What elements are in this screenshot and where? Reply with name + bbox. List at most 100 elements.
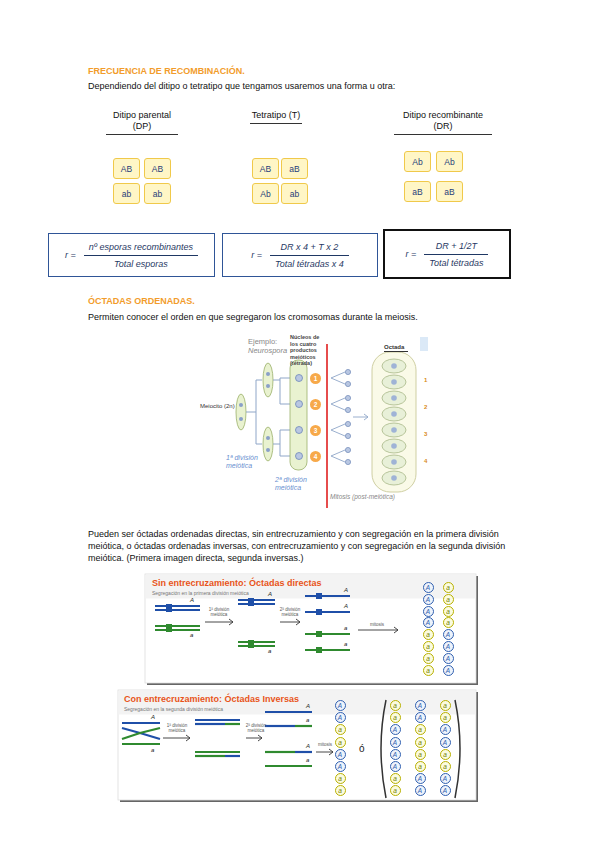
neurospora-figure-part [296,453,303,460]
spore-circle: A [390,761,401,772]
null-part-part [382,423,406,437]
allele-letter: A [393,739,397,746]
null-part-part [265,765,312,767]
spore-circle: a [415,749,426,760]
null-part-part [195,719,240,721]
null-part-part [391,443,397,449]
arrow-label: 2ª división meiótica [242,723,270,733]
denominator: Total esporas [84,256,198,269]
node-text: AB [260,164,271,174]
spore-circle: a [440,700,451,711]
allele-letter: A [418,714,422,721]
null-part-part [316,631,322,637]
alternative-mark: ó [359,743,365,755]
figure-label: Meiocito (2n) [200,402,240,410]
fraction: nº esporas recombinantesTotal esporas [84,242,198,269]
null-part-part [382,407,406,421]
null-part-part [195,755,225,757]
node-text: ab [290,189,299,199]
genotype-box: AB [113,158,140,179]
null-part-part [122,728,160,739]
null-part [155,596,350,650]
null-part-part [391,411,397,417]
node-text: 1 [314,375,318,382]
arrow-label: mitosis [362,622,392,627]
callout-number: 3 [424,430,427,438]
null-part-part [238,645,275,647]
spore-circle: A [440,773,451,784]
allele-label: a [268,648,271,655]
null-part-part [248,598,254,606]
spore-circle: a [390,700,401,711]
spore-circle: a [443,582,454,593]
null-part-part [382,439,406,453]
node-text: aB [412,187,422,197]
spore-circle: A [443,641,454,652]
null-part-part [382,375,406,389]
spore-circle: a [440,712,451,723]
arrow-label: 1ª división meiótica [205,607,233,617]
genotype-box: ab [113,183,140,204]
allele-label: A [151,714,155,721]
null-part [391,363,397,481]
null-part-part [316,609,322,615]
inversas-figure-part [163,735,333,755]
neurospora-figure-part [266,384,270,388]
spore-circle: a [443,617,454,628]
arrow-label: 1ª división meiótica [163,723,191,733]
denominator: Total tétradas x 4 [270,256,349,269]
null-part-part [265,751,295,753]
node-text: ab [153,189,162,199]
null-part-part [238,641,275,643]
genotype-box: aB [436,181,463,202]
neurospora-figure-part [239,403,243,407]
allele-letter: A [338,763,342,770]
neurospora-figure-part [290,360,307,470]
null-part-part [382,471,406,485]
null-part-part [155,629,200,631]
allele-label: A [306,743,310,750]
spore-circle: a [335,773,346,784]
neurospora-figure-part [420,337,428,351]
allele-label: A [344,603,348,610]
section-heading: ÓCTADAS ORDENADAS. [88,296,388,307]
callout-number: 1 [424,376,427,384]
null-part-part [305,611,350,613]
spore-circle: a [423,653,434,664]
spore-circle: A [390,737,401,748]
neurospora-figure [236,337,428,508]
null-part-part [238,599,275,601]
allele-letter: a [418,726,422,733]
allele-letter: a [393,702,397,709]
spore-circle: a [423,641,434,652]
spore-circle: A [415,785,426,796]
neurospora-figure-part [296,427,303,434]
null-part-part [391,363,397,369]
genotype-box: aB [281,158,308,179]
formula-lhs: r = [251,250,262,260]
null-part-part [391,379,397,385]
spore-circle: a [423,629,434,640]
stage-label: Mitosis (post-meiótica) [330,493,400,501]
fraction: DR + 1/2TTotal tétradas [424,241,488,268]
spore-circle: a [440,761,451,772]
spore-circle: a [443,594,454,605]
allele-letter: A [443,775,447,782]
callout-number: 4 [424,457,427,465]
formula-box: r =nº esporas recombinantesTotal esporas [48,233,215,277]
null-part [345,369,350,464]
allele-label: a [344,625,347,632]
inversas-figure [118,690,478,802]
node-text: AB [152,164,163,174]
body-text: Dependiendo del ditipo o tetratipo que t… [88,80,528,92]
allele-letter: A [338,702,342,709]
spore-circle: A [440,785,451,796]
allele-label: A [268,591,272,598]
body-text: Permiten conocer el orden en que segrega… [88,311,528,323]
spore-circle: a [415,724,426,735]
node-text: Ab [260,189,270,199]
allele-letter: A [418,775,422,782]
null-part-part [122,728,160,739]
null-part-part [345,369,350,374]
